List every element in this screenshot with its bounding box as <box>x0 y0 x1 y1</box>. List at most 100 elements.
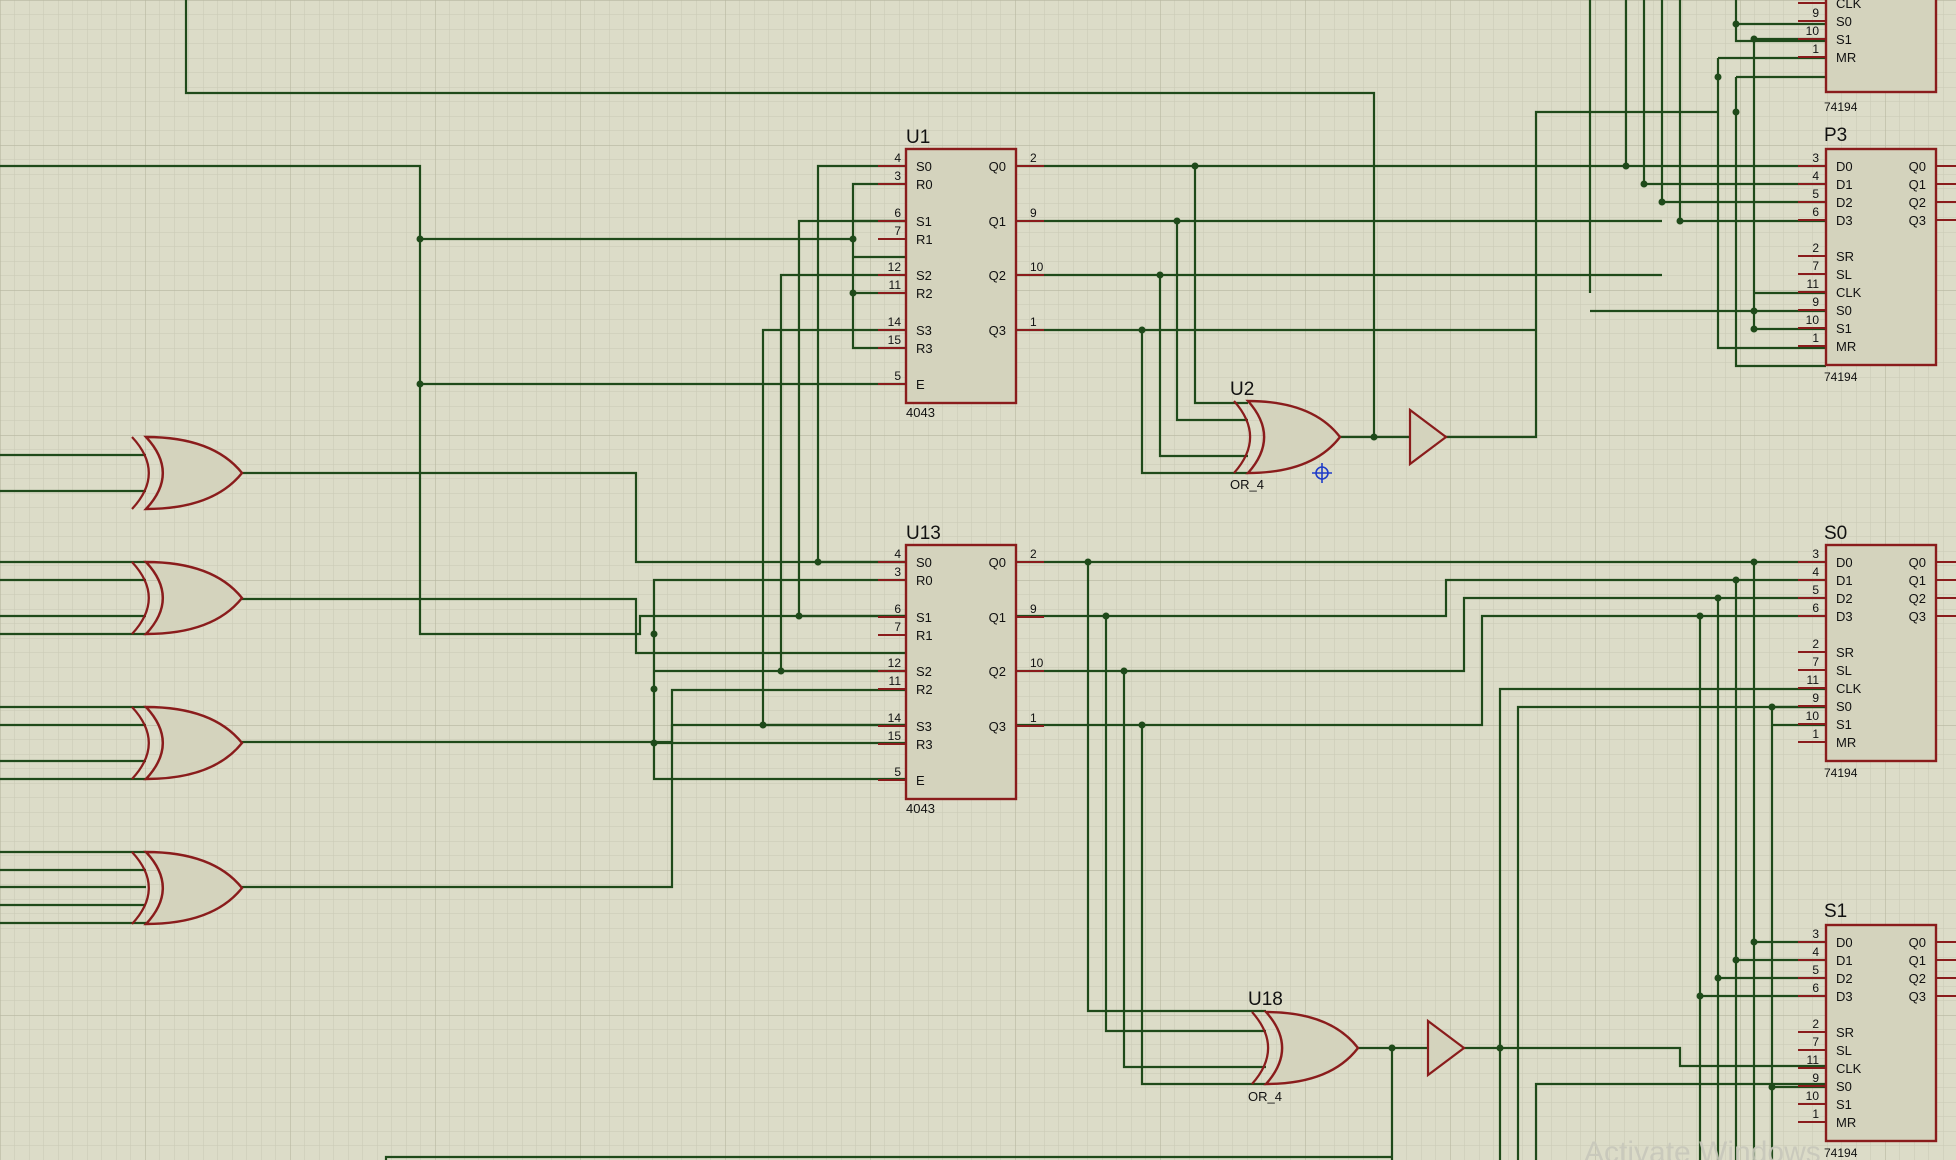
pin-name: D3 <box>1836 989 1853 1004</box>
pin-name: S1 <box>1836 321 1852 336</box>
pin-name: Q1 <box>989 214 1006 229</box>
or-gate-left-4[interactable] <box>131 850 244 926</box>
register-s1[interactable]: 3D04D15D26D32SR7SL11CLK9S010S11MRQ0Q1Q2Q… <box>1798 923 1956 1143</box>
pin-number: 14 <box>888 711 902 725</box>
pin-name: SL <box>1836 267 1852 282</box>
pin-name: Q2 <box>1909 591 1926 606</box>
pin-name: D3 <box>1836 213 1853 228</box>
u13-ref-label[interactable]: U13 <box>906 523 941 544</box>
pin-name: MR <box>1836 50 1856 65</box>
pin-name: D1 <box>1836 573 1853 588</box>
pin-name: R2 <box>916 286 933 301</box>
wire-network[interactable] <box>0 0 1826 1160</box>
or-gate-u18[interactable] <box>1251 1010 1360 1086</box>
pin-number: 2 <box>1030 151 1037 165</box>
u18-ref-label[interactable]: U18 <box>1248 989 1283 1010</box>
pin-number: 1 <box>1812 331 1819 345</box>
pin-name: E <box>916 377 925 392</box>
pin-name: Q3 <box>1909 609 1926 624</box>
pin-number: 6 <box>894 206 901 220</box>
s1-ref-label[interactable]: S1 <box>1824 901 1847 922</box>
pin-name: Q1 <box>989 610 1006 625</box>
or-gate-left-3[interactable] <box>131 705 244 781</box>
pin-name: D0 <box>1836 555 1853 570</box>
pin-name: D1 <box>1836 177 1853 192</box>
pin-name: D0 <box>1836 159 1853 174</box>
pin-name: SL <box>1836 663 1852 678</box>
latch-u1[interactable]: 4S03R06S17R112S211R214S315R35E2Q09Q110Q2… <box>878 147 1044 405</box>
pin-name: S3 <box>916 719 932 734</box>
pin-name: Q0 <box>989 555 1006 570</box>
buffer-u2[interactable] <box>1408 407 1448 467</box>
pin-name: CLK <box>1836 0 1862 11</box>
pin-name: S0 <box>1836 14 1852 29</box>
pin-number: 9 <box>1030 602 1037 616</box>
pin-name: SR <box>1836 249 1854 264</box>
pin-name: S1 <box>916 214 932 229</box>
pin-number: 15 <box>888 333 902 347</box>
pin-name: Q0 <box>1909 555 1926 570</box>
or-gate-left-1[interactable] <box>131 435 244 511</box>
or-gate-left-2[interactable] <box>131 560 244 636</box>
wire-junctions <box>416 20 1776 1091</box>
pin-name: Q0 <box>1909 935 1926 950</box>
pin-name: Q0 <box>989 159 1006 174</box>
pin-name: MR <box>1836 339 1856 354</box>
pin-number: 5 <box>1812 583 1819 597</box>
pin-name: S2 <box>916 664 932 679</box>
register-s0[interactable]: 3D04D15D26D32SR7SL11CLK9S010S11MRQ0Q1Q2Q… <box>1798 543 1956 763</box>
pin-number: 4 <box>1812 169 1819 183</box>
latch-u13[interactable]: 4S03R06S17R112S211R214S315R35E2Q09Q110Q2… <box>878 543 1044 801</box>
pin-number: 11 <box>1807 1053 1820 1067</box>
pin-name: D0 <box>1836 935 1853 950</box>
pin-name: R0 <box>916 573 933 588</box>
pin-number: 1 <box>1030 711 1037 725</box>
pin-name: R1 <box>916 232 933 247</box>
pin-name: CLK <box>1836 285 1862 300</box>
buffer-u18[interactable] <box>1426 1018 1466 1078</box>
u1-ref-label[interactable]: U1 <box>906 127 930 148</box>
pin-number: 3 <box>894 565 901 579</box>
buffers <box>1408 407 1466 1078</box>
pin-number: 7 <box>1812 259 1819 273</box>
pin-number: 2 <box>1812 1017 1819 1031</box>
pin-name: S1 <box>916 610 932 625</box>
p3-part-label: 74194 <box>1824 370 1858 384</box>
pin-number: 11 <box>1807 673 1820 687</box>
pin-name: CLK <box>1836 1061 1862 1076</box>
top-reg-part-label: 74194 <box>1824 100 1858 114</box>
register-top[interactable]: 3D04D15D26D32SR7SL11CLK9S010S11MRQ0Q1Q2Q… <box>1798 0 1956 94</box>
u18-part-label: OR_4 <box>1248 1089 1282 1104</box>
pin-number: 9 <box>1812 691 1819 705</box>
pin-number: 6 <box>1812 601 1819 615</box>
pin-name: S1 <box>1836 717 1852 732</box>
pin-number: 10 <box>1806 1089 1820 1103</box>
or-gate-u2[interactable] <box>1233 399 1342 475</box>
s0-ref-label[interactable]: S0 <box>1824 523 1847 544</box>
pin-number: 4 <box>1812 565 1819 579</box>
register-p3[interactable]: 3D04D15D26D32SR7SL11CLK9S010S11MRQ0Q1Q2Q… <box>1798 147 1956 367</box>
pin-number: 4 <box>894 547 901 561</box>
pin-number: 9 <box>1030 206 1037 220</box>
pin-number: 15 <box>888 729 902 743</box>
pin-name: R3 <box>916 737 933 752</box>
pin-name: S1 <box>1836 1097 1852 1112</box>
pin-name: Q2 <box>989 268 1006 283</box>
u2-ref-label[interactable]: U2 <box>1230 379 1254 400</box>
pin-number: 10 <box>1806 313 1820 327</box>
pin-name: D2 <box>1836 591 1853 606</box>
pin-number: 11 <box>889 674 902 688</box>
u13-part-label: 4043 <box>906 801 935 816</box>
pin-number: 9 <box>1812 1071 1819 1085</box>
p3-ref-label[interactable]: P3 <box>1824 125 1847 146</box>
pin-number: 4 <box>1812 945 1819 959</box>
pin-number: 1 <box>1812 1107 1819 1121</box>
pin-number: 3 <box>1812 547 1819 561</box>
pin-name: Q1 <box>1909 573 1926 588</box>
pin-name: S2 <box>916 268 932 283</box>
pin-number: 10 <box>1030 656 1044 670</box>
pin-number: 2 <box>1812 241 1819 255</box>
pin-number: 7 <box>894 224 901 238</box>
pin-number: 1 <box>1812 42 1819 56</box>
